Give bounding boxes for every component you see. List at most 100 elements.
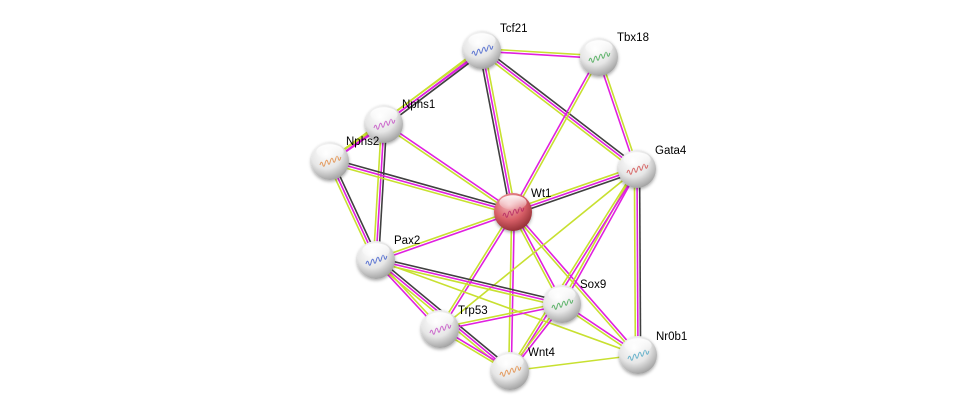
- node-label: Trp53: [458, 305, 488, 317]
- edge-line-textmining: [482, 47, 600, 57]
- edge-tcf21-gata4[interactable]: [479, 47, 640, 172]
- edge-gata4-trp53[interactable]: [439, 168, 638, 330]
- edge-line-textmining: [329, 162, 513, 216]
- node-label: Wt1: [531, 188, 551, 200]
- edge-tcf21-tbx18[interactable]: [481, 47, 600, 60]
- node-nr0b1[interactable]: Nr0b1: [619, 331, 687, 374]
- edge-line-experiments: [481, 49, 638, 170]
- node-gloss: [624, 338, 652, 353]
- node-label: Gata4: [655, 145, 687, 157]
- node-tbx18[interactable]: Tbx18: [580, 32, 649, 76]
- node-label: Sox9: [580, 279, 606, 291]
- edge-gata4-nr0b1[interactable]: [633, 168, 642, 356]
- edge-line-textmining: [511, 165, 637, 211]
- edge-gata4-sox9[interactable]: [560, 167, 639, 306]
- node-gloss: [362, 243, 390, 258]
- node-label: Tcf21: [500, 23, 528, 35]
- edge-pax2-sox9[interactable]: [375, 256, 563, 308]
- edge-line-textmining: [509, 354, 639, 372]
- edge-tcf21-wt1[interactable]: [478, 49, 517, 213]
- edge-line-experiments: [562, 169, 639, 306]
- edge-line-textmining: [375, 259, 639, 356]
- edge-line-experiments: [330, 50, 484, 163]
- node-gloss: [623, 152, 651, 167]
- node-gloss: [316, 144, 344, 159]
- node-nphs1[interactable]: Nphs1: [365, 99, 435, 143]
- edge-line-textmining: [633, 169, 637, 356]
- edge-line-textmining: [599, 56, 639, 169]
- node-wnt4[interactable]: Wnt4: [491, 347, 555, 390]
- edge-gata4-wnt4[interactable]: [508, 167, 639, 373]
- edge-tbx18-gata4[interactable]: [597, 56, 639, 170]
- edge-line-textmining: [560, 167, 637, 304]
- edge-line-experiments: [511, 55, 599, 212]
- edge-line-coexpression: [638, 168, 642, 355]
- edge-line-coexpression: [376, 256, 563, 303]
- node-gloss: [548, 287, 576, 302]
- edge-line-experiments: [512, 168, 638, 213]
- edge-line-textmining: [479, 51, 636, 172]
- edge-line-experiments: [510, 212, 516, 372]
- edge-line-coexpression: [377, 124, 388, 261]
- edge-line-coexpression: [330, 157, 514, 211]
- edge-line-textmining: [328, 48, 482, 161]
- edge-line-textmining: [439, 168, 638, 330]
- node-tcf21[interactable]: Tcf21: [463, 23, 528, 69]
- node-label: Nphs1: [402, 99, 435, 111]
- edge-wt1-gata4[interactable]: [511, 165, 639, 216]
- edge-line-experiments: [329, 160, 514, 213]
- node-gloss: [499, 195, 527, 210]
- edge-line-textmining: [438, 210, 513, 329]
- edge-line-experiments: [375, 259, 563, 305]
- edge-nphs1-wt1[interactable]: [382, 122, 515, 214]
- edge-nphs1-pax2[interactable]: [372, 123, 388, 261]
- edge-line-textmining: [483, 49, 517, 212]
- edge-line-experiments: [481, 49, 514, 213]
- node-gloss: [496, 354, 524, 369]
- edge-line-textmining: [372, 123, 383, 260]
- edge-line-experiments: [384, 122, 515, 212]
- node-gloss: [426, 312, 454, 327]
- edge-line-experiments: [481, 50, 599, 60]
- edge-line-coexpression: [513, 170, 639, 216]
- edges-layer: [326, 47, 642, 374]
- edge-line-experiments: [440, 212, 515, 331]
- node-pax2[interactable]: Pax2: [357, 235, 420, 279]
- edge-line-coexpression: [478, 50, 512, 213]
- edge-line-experiments: [376, 212, 514, 262]
- edge-line-textmining: [508, 167, 637, 371]
- node-label: Pax2: [394, 235, 420, 247]
- node-label: Wnt4: [528, 347, 555, 359]
- edge-sox9-trp53[interactable]: [439, 301, 563, 332]
- edge-line-experiments: [513, 210, 640, 355]
- node-label: Nphs2: [346, 136, 379, 148]
- node-label: Tbx18: [617, 32, 649, 44]
- edge-line-textmining: [382, 124, 513, 214]
- edge-line-experiments: [636, 168, 639, 356]
- edge-tcf21-nphs2[interactable]: [328, 48, 484, 163]
- node-gloss: [585, 40, 613, 55]
- edge-line-experiments: [440, 304, 563, 332]
- edge-line-textmining: [375, 261, 562, 308]
- edge-line-textmining: [513, 57, 601, 214]
- edge-tbx18-wt1[interactable]: [511, 55, 601, 214]
- edge-line-experiments: [597, 57, 637, 170]
- node-gloss: [370, 107, 398, 122]
- edge-line-coexpression: [483, 47, 640, 168]
- node-wt1[interactable]: Wt1: [494, 188, 551, 231]
- node-gata4[interactable]: Gata4: [618, 145, 687, 188]
- edge-wt1-pax2[interactable]: [375, 210, 514, 262]
- node-nphs2[interactable]: Nphs2: [311, 136, 379, 180]
- node-gloss: [468, 33, 496, 48]
- edge-pax2-nr0b1[interactable]: [375, 259, 639, 356]
- edge-wt1-trp53[interactable]: [438, 210, 515, 331]
- edge-line-experiments: [510, 169, 639, 373]
- edge-wnt4-nr0b1[interactable]: [509, 354, 639, 372]
- edge-line-textmining: [439, 301, 562, 329]
- node-sox9[interactable]: Sox9: [543, 279, 606, 323]
- edge-line-coexpression: [385, 51, 485, 127]
- edge-nphs2-wt1[interactable]: [329, 157, 514, 216]
- node-trp53[interactable]: Trp53: [421, 305, 488, 348]
